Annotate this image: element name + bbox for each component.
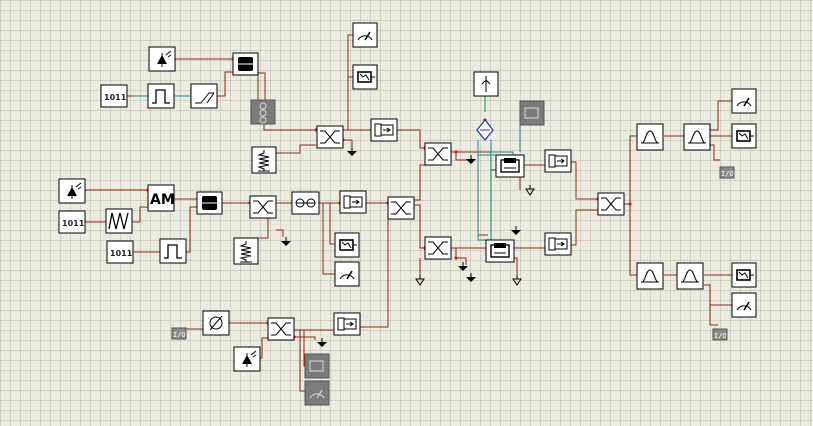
pulse-generator-mid[interactable] [159, 238, 187, 264]
signal-links [133, 95, 521, 241]
isolator-center-bottom[interactable] [544, 232, 572, 256]
io-label-right-bottom: I/O [714, 332, 727, 340]
ground-center-bottom [465, 272, 477, 283]
load-center-upper [525, 184, 535, 196]
io-port-right-bottom[interactable]: I/O [712, 328, 728, 341]
scope-right-bottom[interactable] [731, 262, 757, 288]
scope-right-top[interactable] [731, 123, 757, 149]
wires [84, 34, 732, 392]
power-meter-mid[interactable] [334, 261, 360, 287]
disabled-scope-center[interactable] [519, 100, 545, 126]
bits-label-mid: 1011 [62, 219, 85, 228]
filter-bottom-2[interactable] [676, 262, 704, 290]
scope-mid[interactable] [334, 232, 360, 258]
spring-mid[interactable] [233, 237, 259, 265]
ground-bottom [316, 337, 328, 348]
bits-label-top: 1011 [104, 93, 127, 102]
isolator-top[interactable] [370, 118, 398, 142]
isolator-center-top[interactable] [544, 149, 572, 173]
load-center-left [415, 274, 425, 286]
coupler-center-bottom[interactable] [424, 236, 452, 260]
disabled-scope-bottom[interactable] [304, 353, 330, 379]
ground-top [346, 146, 358, 157]
io-label-bottom-left: I/O [173, 331, 186, 339]
ground-center-right [510, 225, 522, 236]
power-meter-right-top[interactable] [731, 88, 757, 114]
scope-top[interactable] [352, 64, 378, 90]
bit-sequence-generator-top[interactable]: 1011 [100, 84, 128, 108]
coupler-center-top[interactable] [424, 142, 452, 166]
laser-source-mid[interactable] [58, 178, 86, 204]
sensor-bottom[interactable] [485, 239, 515, 263]
coupler-mid[interactable] [387, 196, 415, 220]
spring-top[interactable] [251, 146, 277, 174]
disabled-fiber-spool[interactable] [250, 99, 276, 125]
io-port-bottom-left[interactable]: I/O [171, 327, 187, 340]
io-label-right-top: I/O [721, 170, 734, 178]
sensor-top[interactable] [495, 154, 525, 178]
coupler-top[interactable] [316, 125, 344, 149]
filter-top-2[interactable] [683, 123, 711, 151]
driver-top[interactable] [190, 83, 218, 109]
phase-shifter[interactable] [202, 310, 230, 336]
bit-sequence-generator-low[interactable]: 1011 [106, 240, 134, 264]
nrz-generator[interactable] [105, 208, 133, 234]
ground-mid-left [280, 236, 292, 247]
am-modulator[interactable]: AM [147, 184, 175, 212]
bit-sequence-generator-mid[interactable]: 1011 [58, 210, 86, 234]
fiber-spool-mid[interactable] [291, 191, 320, 215]
optical-attenuator-mid[interactable] [196, 191, 223, 215]
filter-top-1[interactable] [636, 123, 664, 151]
laser-source-bottom[interactable] [233, 346, 261, 372]
coupler-right[interactable] [597, 192, 625, 216]
splitter-diamond[interactable] [476, 119, 494, 141]
bits-label-low: 1011 [110, 249, 133, 258]
coupler-mid-left[interactable] [249, 195, 277, 219]
io-port-right-top[interactable]: I/O [719, 166, 735, 179]
coupler-bottom[interactable] [267, 317, 295, 341]
isolator-mid[interactable] [339, 190, 367, 214]
power-meter-top[interactable] [352, 22, 378, 48]
ground-center-top [465, 154, 477, 165]
am-label: AM [150, 192, 175, 208]
load-center-right [512, 274, 522, 286]
disabled-meter-bottom[interactable] [304, 380, 330, 406]
pulse-generator-top[interactable] [147, 83, 175, 109]
optical-attenuator-top[interactable] [232, 52, 259, 76]
isolator-bottom[interactable] [333, 312, 361, 336]
filter-bottom-1[interactable] [636, 262, 664, 290]
laser-source-top[interactable] [148, 46, 176, 72]
antenna-block[interactable] [473, 71, 499, 97]
power-meter-right-bottom[interactable] [731, 292, 757, 318]
